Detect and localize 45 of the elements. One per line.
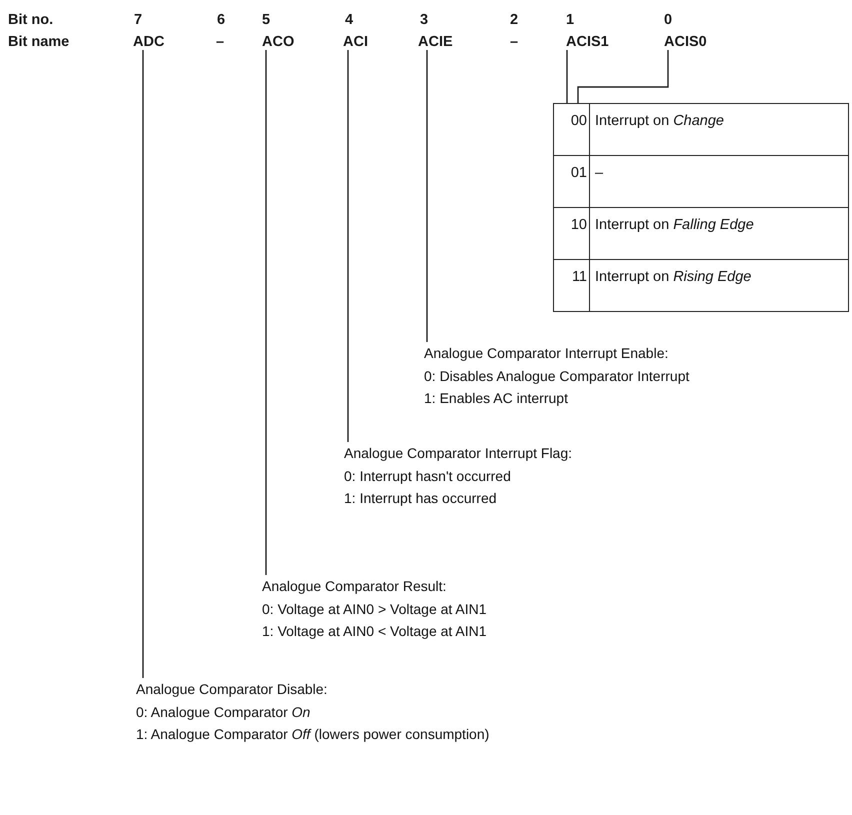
connector-line — [577, 50, 669, 103]
description-heading: Analogue Comparator Interrupt Flag: — [344, 444, 572, 463]
connector-line — [426, 50, 428, 342]
bit-value-cell: 00 — [554, 104, 590, 156]
description-line: 0: Voltage at AIN0 > Voltage at AIN1 — [262, 600, 487, 619]
description-line: 0: Interrupt hasn't occurred — [344, 466, 512, 486]
description-heading: Analogue Comparator Interrupt Enable: — [424, 344, 670, 363]
value-description-cell: Interrupt on Change — [590, 104, 848, 156]
bit-name: – — [216, 34, 224, 50]
row-heading: Bit name — [8, 34, 70, 50]
bit-name: ADC — [133, 34, 164, 50]
value-description-cell: – — [590, 156, 848, 208]
bit-number: 1 — [566, 12, 574, 28]
description-line: 1: Enables AC interrupt — [424, 389, 569, 408]
bit-name: ACI — [343, 34, 368, 50]
bit-value-cell: 10 — [554, 208, 590, 260]
connector-line — [265, 50, 267, 575]
bit-number: 5 — [262, 12, 270, 28]
bit-number: 7 — [134, 12, 142, 28]
bit-name: ACIS0 — [664, 34, 707, 50]
bit-name: ACIE — [418, 34, 453, 50]
bit-value-cell: 01 — [554, 156, 590, 208]
description-line: 1: Voltage at AIN0 < Voltage at AIN1 — [262, 622, 487, 641]
value-description-cell: Interrupt on Rising Edge — [590, 260, 848, 312]
description-line: 0: Disables Analogue Comparator Interrupt — [424, 366, 690, 386]
connector-line — [566, 50, 568, 103]
bit-number: 3 — [420, 12, 428, 28]
connector-line — [347, 50, 349, 442]
bit-name: ACO — [262, 34, 294, 50]
description-heading: Analogue Comparator Result: — [262, 577, 448, 596]
bit-value-cell: 11 — [554, 260, 590, 312]
value-description-cell: Interrupt on Falling Edge — [590, 208, 848, 260]
connector-line — [142, 50, 144, 678]
description-line: 1: Interrupt has occurred — [344, 489, 498, 508]
bit-number: 6 — [217, 12, 226, 28]
description-line: 0: Analogue Comparator On — [136, 702, 312, 722]
bit-number: 2 — [510, 12, 518, 28]
row-heading: Bit no. — [8, 12, 54, 28]
bit-name: – — [510, 34, 518, 50]
description-heading: Analogue Comparator Disable: — [136, 680, 328, 699]
bit-number: 4 — [345, 12, 354, 28]
bit-number: 0 — [664, 12, 672, 28]
bit-name: ACIS1 — [566, 34, 609, 50]
description-line: 1: Analogue Comparator Off (lowers power consumption) — [136, 725, 490, 744]
bit-value-table — [553, 103, 849, 312]
